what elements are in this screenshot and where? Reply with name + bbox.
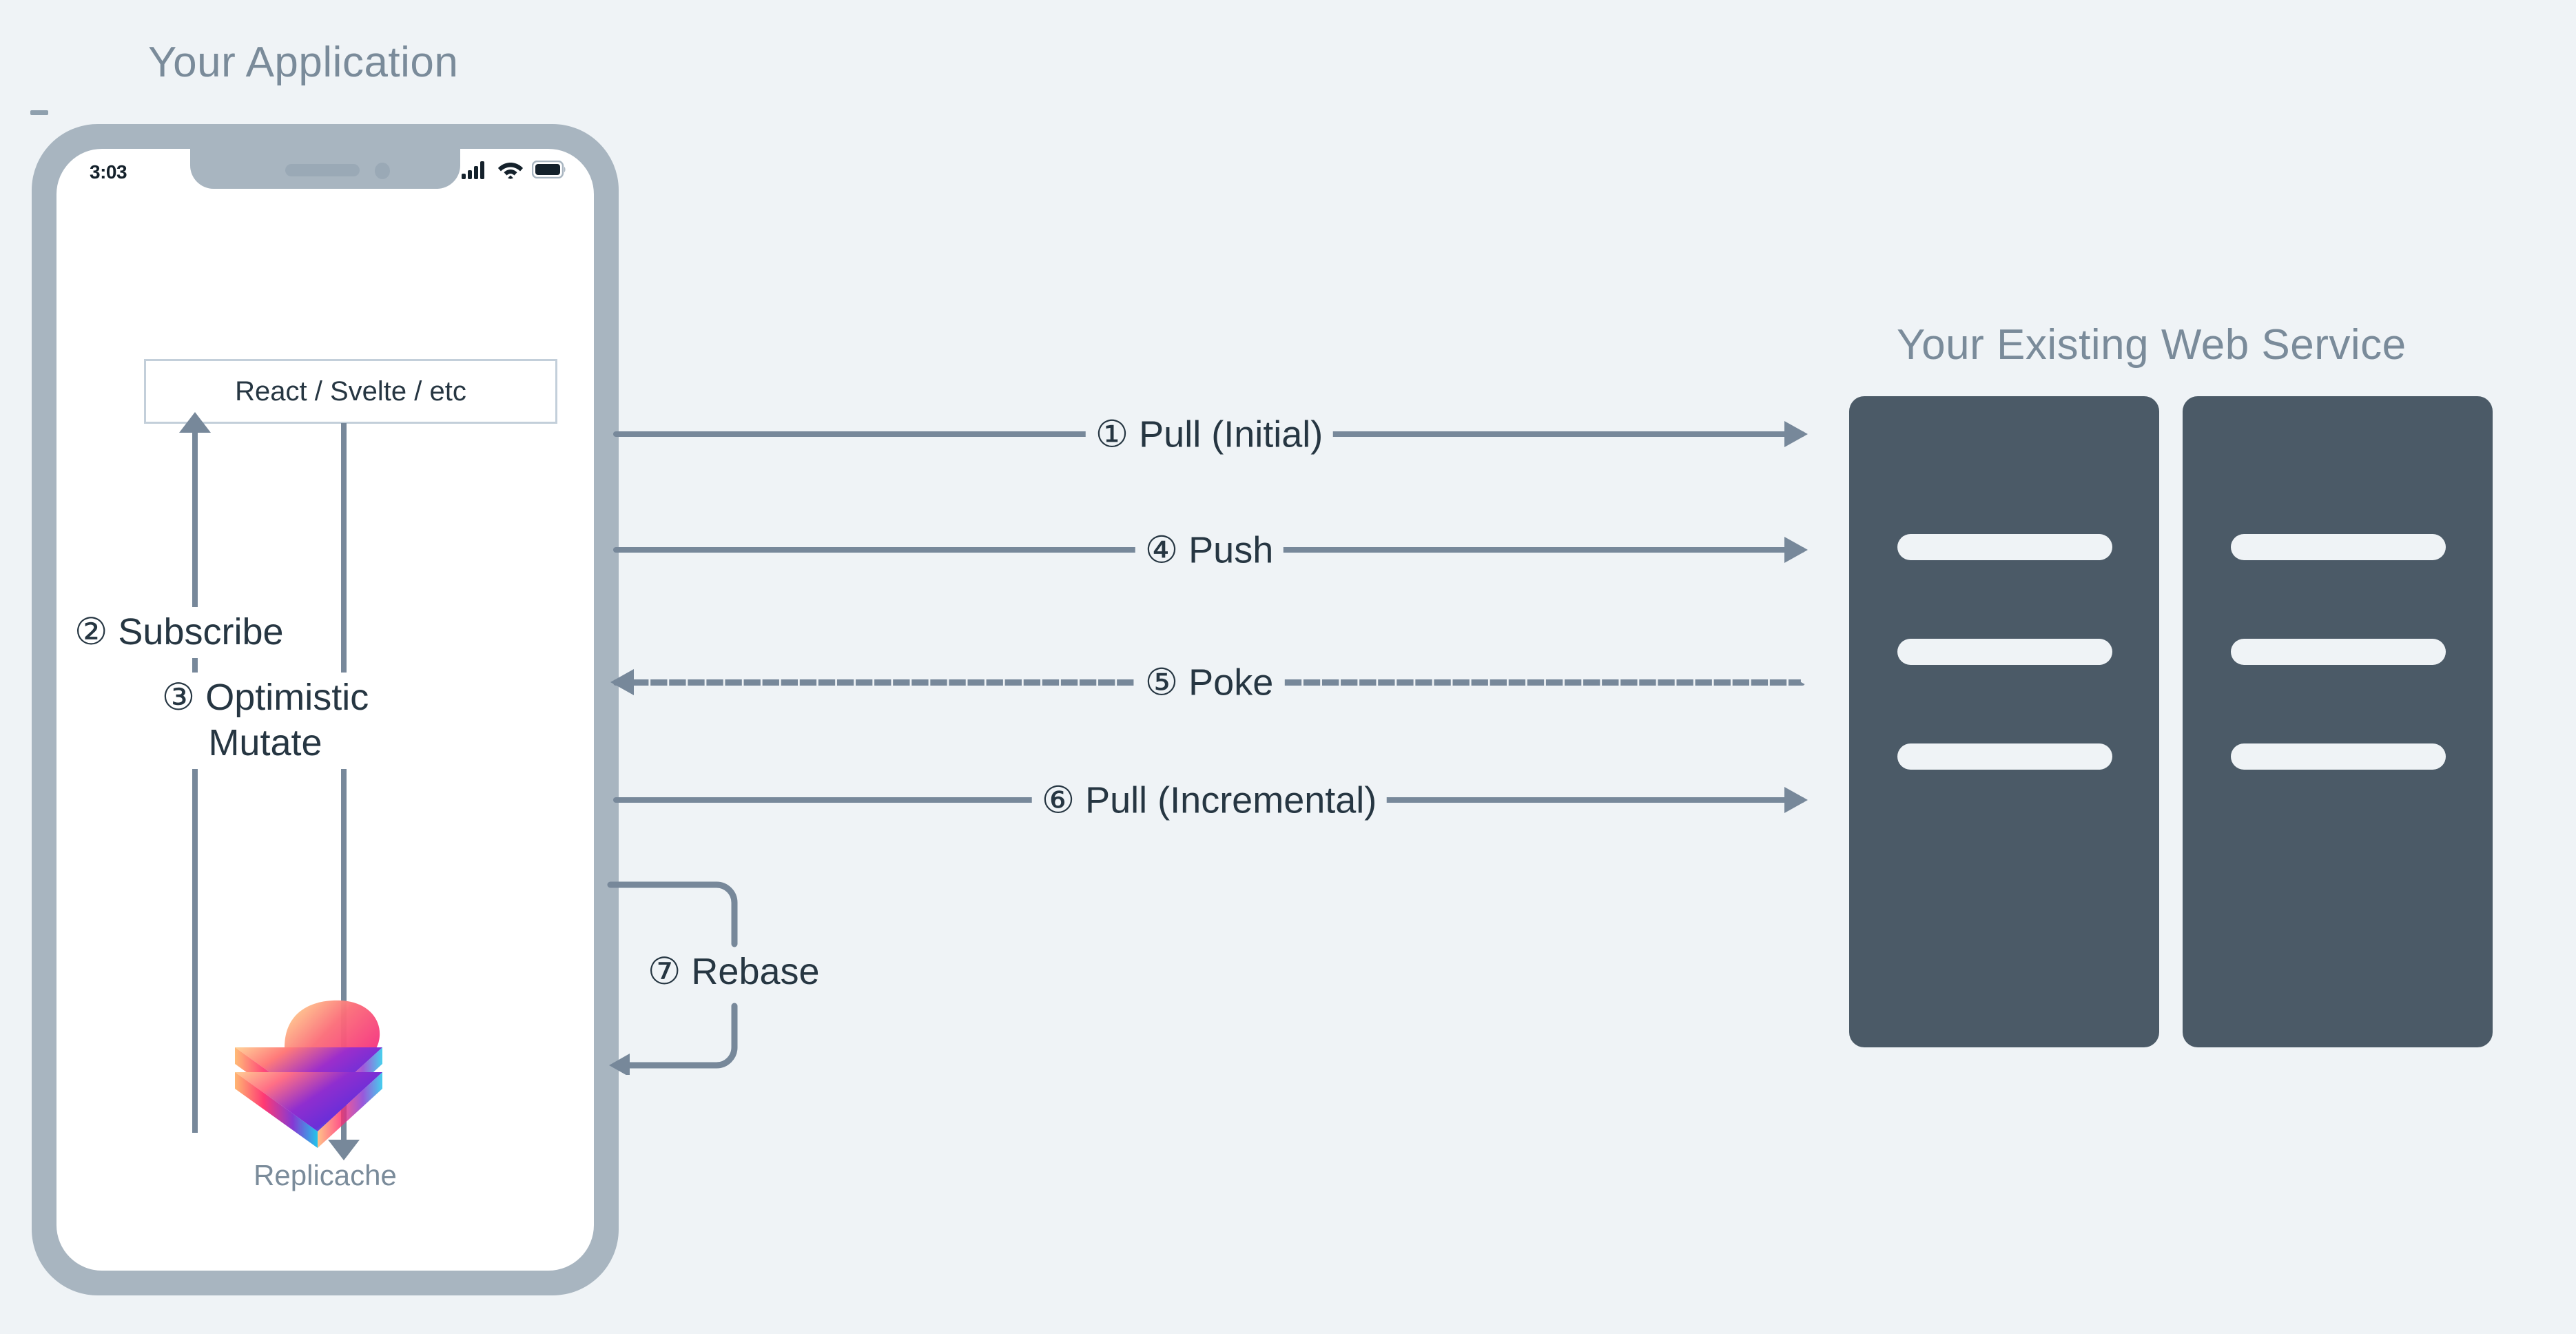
server-slot — [1897, 534, 2112, 560]
speaker-grill-icon — [285, 164, 360, 176]
ui-framework-label: React / Svelte / etc — [235, 376, 466, 407]
front-camera-icon — [375, 163, 390, 179]
flow-label-poke: ⑤ Poke — [1135, 660, 1284, 704]
ui-framework-box[interactable]: React / Svelte / etc — [144, 359, 557, 424]
subscribe-connector-line — [192, 426, 198, 1133]
step-label-optimistic-mutate: ③ Optimistic Mutate — [145, 673, 386, 769]
replicache-store: Replicache — [187, 988, 463, 1192]
flow-label-rebase: ⑦ Rebase — [648, 951, 820, 992]
flow-label-push: ④ Push — [1135, 528, 1284, 572]
step-label-subscribe: ② Subscribe — [69, 607, 289, 658]
arrowhead-right-icon — [1784, 787, 1808, 813]
phone-screen: 3:03 — [56, 149, 594, 1271]
arrowhead-right-icon — [1784, 537, 1808, 563]
flow-label-pull-incremental: ⑥ Pull (Incremental) — [1031, 778, 1387, 822]
replicache-label: Replicache — [254, 1159, 397, 1191]
server-slot — [2231, 743, 2446, 770]
mutate-arrowhead-icon — [328, 1140, 360, 1160]
mutate-connector-line — [341, 423, 347, 1147]
arrowhead-right-icon — [1784, 421, 1808, 447]
page-title-your-application: Your Application — [148, 39, 459, 86]
replicache-layers-logo — [235, 1000, 382, 1148]
status-bar-icons — [462, 160, 566, 179]
flow-label-pull-initial: ① Pull (Initial) — [1085, 412, 1333, 456]
arrowhead-left-icon — [610, 669, 634, 695]
rebase-loop-arrow — [607, 881, 738, 1075]
wifi-icon — [498, 163, 523, 179]
server-rack-left — [1849, 396, 2159, 1047]
cellular-signal-icon — [462, 161, 484, 179]
server-slot — [1897, 743, 2112, 770]
battery-icon — [532, 161, 566, 178]
server-slot — [2231, 534, 2446, 560]
server-slot — [1897, 639, 2112, 665]
subscribe-arrowhead-icon — [179, 412, 211, 433]
server-slot — [2231, 639, 2446, 665]
tick-mark-decoration — [30, 110, 48, 115]
phone-notch — [190, 149, 460, 189]
status-bar-time: 3:03 — [90, 161, 127, 183]
server-rack-right — [2183, 396, 2493, 1047]
phone-device: 3:03 — [32, 124, 619, 1295]
page-title-your-existing-web-service: Your Existing Web Service — [1897, 321, 2407, 369]
